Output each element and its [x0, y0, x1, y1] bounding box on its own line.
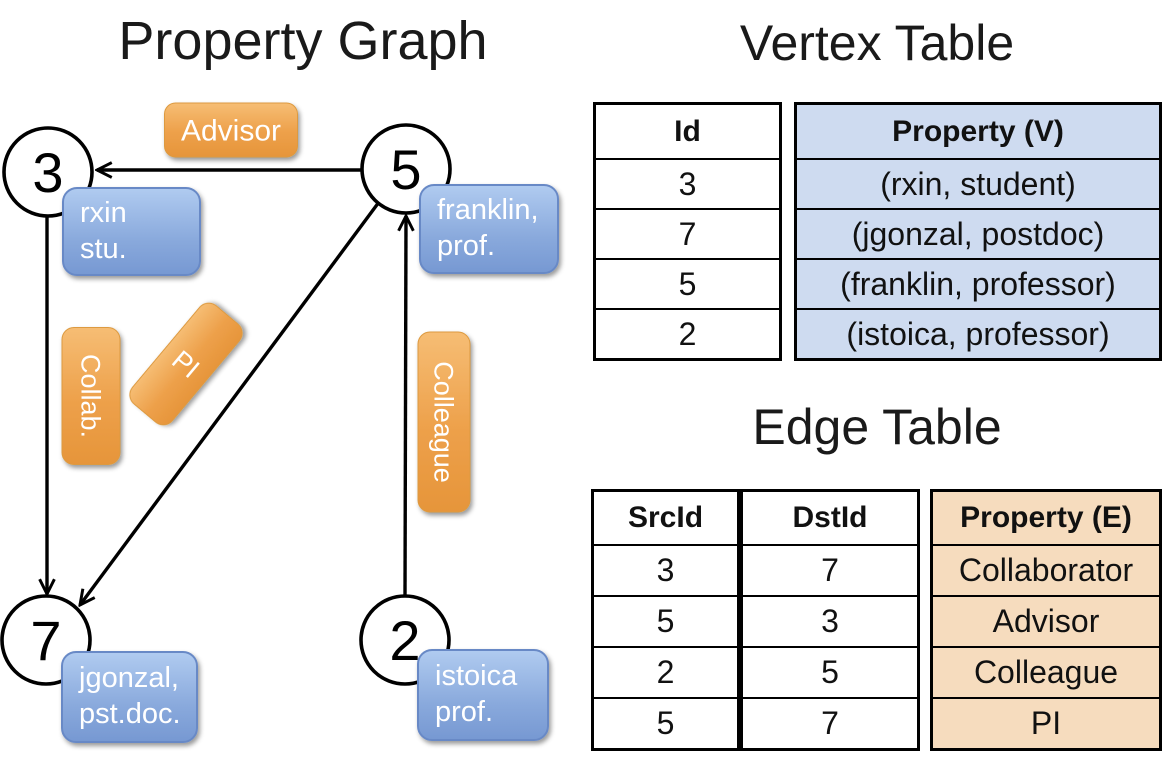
edge-table-property-cell: Colleague	[933, 646, 1159, 697]
vertex-table-id-cell: 7	[596, 208, 779, 258]
vertex-table-id-header: Id	[674, 114, 701, 148]
vertex-table-id-cell: 5	[596, 258, 779, 308]
vertex-table-property-header: Property (V)	[797, 105, 1159, 158]
edge-table-srcid-header: SrcId	[627, 501, 704, 534]
edge-table-srcid-cell: 2	[594, 646, 737, 697]
vertex-label-rxin: rxin stu.	[62, 187, 201, 276]
edge-label-advisor-text: Advisor	[181, 115, 281, 148]
vertex-5-id: 5	[390, 138, 421, 201]
edge-label-collab: Collab.	[61, 327, 121, 465]
edge-table-dstid-column: DstId 7 3 5 7	[740, 489, 920, 751]
edge-table-srcid-cell: 5	[594, 595, 737, 646]
vertex-label-rxin-box	[62, 187, 201, 276]
edge-table-srcid-cell: 5	[594, 697, 737, 748]
vertex-label-franklin-line2: prof.	[437, 230, 495, 262]
property-graph-diagram: Advisor Collab. PI Colleague 3 5 7 2	[0, 102, 559, 743]
edge-table-srcid-column: SrcId 3 5 2 5	[591, 489, 740, 751]
vertex-table-property-cell: (franklin, professor)	[797, 258, 1159, 308]
edge-table-property-column: Property (E) Collaborator Advisor Collea…	[930, 489, 1162, 751]
vertex-label-rxin-line1: rxin	[80, 197, 127, 229]
edge-table-property-cell: Collaborator	[933, 544, 1159, 595]
vertex-label-franklin-line1: franklin,	[437, 194, 539, 226]
edge-5-to-7	[80, 200, 381, 605]
vertex-table-id-cell: 3	[596, 158, 779, 208]
edge-label-colleague: Colleague	[417, 331, 471, 513]
vertex-label-istoica-line1: istoica	[435, 660, 518, 692]
edge-table-property-header: Property (E)	[933, 492, 1159, 544]
edge-table-title: Edge Table	[752, 399, 1002, 455]
edge-label-collab-text: Collab.	[76, 354, 106, 438]
vertex-table-property-column: Property (V) (rxin, student) (jgonzal, p…	[794, 102, 1162, 361]
vertex-label-jgonzal-box	[61, 651, 198, 743]
vertex-label-franklin: franklin, prof.	[419, 184, 559, 274]
edge-table-dstid-header: DstId	[792, 501, 868, 534]
edge-label-colleague-box	[417, 331, 471, 513]
vertex-label-istoica-box	[417, 649, 549, 741]
edge-label-collab-box	[61, 327, 121, 465]
edge-label-colleague-text: Colleague	[429, 361, 459, 483]
edge-table-srcid-cell: 3	[594, 544, 737, 595]
vertex-table-property-cell: (istoica, professor)	[797, 308, 1159, 358]
vertex-table-id-column: Id 3 7 5 2	[593, 102, 782, 361]
vertex-table-property-cell: (rxin, student)	[797, 158, 1159, 208]
edge-table-dstid-cell: 3	[743, 595, 917, 646]
vertex-label-istoica: istoica prof.	[417, 649, 549, 741]
vertex-7-id: 7	[30, 609, 61, 672]
edge-2-to-5	[405, 216, 406, 597]
vertex-table-property-cell: (jgonzal, postdoc)	[797, 208, 1159, 258]
edge-label-advisor: Advisor	[164, 102, 298, 158]
vertex-label-jgonzal-line2: pst.doc.	[79, 698, 181, 730]
vertex-label-rxin-line2: stu.	[80, 233, 127, 265]
edge-label-advisor-box	[164, 102, 298, 158]
edge-table-dstid-cell: 7	[743, 697, 917, 748]
vertex-table-title: Vertex Table	[739, 15, 1015, 71]
vertex-table-id-cell: 2	[596, 308, 779, 358]
edge-table-property-cell: Advisor	[933, 595, 1159, 646]
property-graph-title: Property Graph	[118, 11, 488, 71]
vertex-3-id: 3	[32, 141, 63, 204]
vertex-label-franklin-box	[419, 184, 559, 274]
edge-label-pi-box	[129, 302, 243, 426]
vertex-2-id: 2	[389, 609, 420, 672]
graph-edges	[47, 170, 406, 605]
edge-table-property-cell: PI	[933, 697, 1159, 748]
vertex-label-jgonzal-line1: jgonzal,	[78, 662, 179, 694]
edge-label-pi: PI	[129, 302, 243, 426]
edge-table-dstid-cell: 7	[743, 544, 917, 595]
edge-table-dstid-cell: 5	[743, 646, 917, 697]
vertex-label-jgonzal: jgonzal, pst.doc.	[61, 651, 198, 743]
vertex-label-istoica-line2: prof.	[435, 696, 493, 728]
